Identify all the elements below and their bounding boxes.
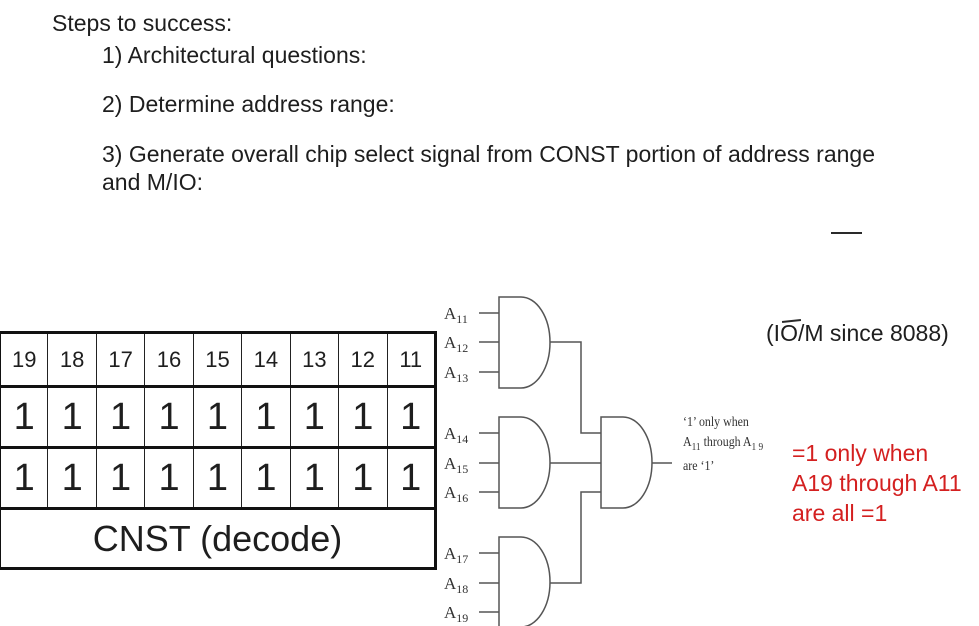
bit-cell: 1 bbox=[0, 386, 49, 449]
iom-prefix: (I bbox=[766, 320, 781, 346]
bit-cell: 1 bbox=[289, 447, 340, 510]
cnst-row: CNST (decode) bbox=[0, 508, 436, 569]
bit-cell: 1 bbox=[0, 447, 49, 510]
input-label: A19 bbox=[444, 603, 468, 625]
bit-header: 13 bbox=[289, 332, 340, 388]
bit-cell: 1 bbox=[144, 447, 194, 510]
bit-cell: 1 bbox=[338, 386, 388, 449]
bit-cell: 1 bbox=[47, 386, 97, 449]
header-row: 19 18 17 16 15 14 13 12 11 bbox=[0, 332, 436, 388]
bit-header: 16 bbox=[144, 332, 194, 388]
output-note: ‘1’ only when A11 through A1 9 are ‘1’ bbox=[683, 413, 763, 477]
bit-header: 17 bbox=[95, 332, 146, 388]
bit-header: 11 bbox=[386, 332, 436, 388]
input-label: A12 bbox=[444, 333, 468, 355]
heading: Steps to success: bbox=[52, 10, 233, 36]
overbar-mark bbox=[831, 232, 862, 234]
bit-cell: 1 bbox=[386, 447, 436, 510]
and-gate-2 bbox=[498, 416, 551, 509]
bit-header: 15 bbox=[192, 332, 243, 388]
table-row: 1 1 1 1 1 1 1 1 1 bbox=[0, 447, 436, 510]
note-line-3: are ‘1’ bbox=[683, 458, 715, 474]
red-annotation: =1 only when A19 through A11 are all =1 bbox=[792, 438, 962, 528]
iom-overlined: O bbox=[780, 320, 798, 346]
bit-cell: 1 bbox=[338, 447, 388, 510]
note-sub-2: 1 9 bbox=[751, 440, 764, 453]
bit-cell: 1 bbox=[95, 447, 146, 510]
note-a: A bbox=[683, 435, 692, 450]
bit-cell: 1 bbox=[47, 447, 97, 510]
bit-cell: 1 bbox=[192, 447, 243, 510]
red-line-1: =1 only when bbox=[792, 440, 929, 466]
bit-cell: 1 bbox=[289, 386, 340, 449]
iom-suffix: /M since 8088) bbox=[797, 320, 949, 346]
table-row: 1 1 1 1 1 1 1 1 1 bbox=[0, 386, 436, 449]
bit-cell: 1 bbox=[241, 447, 291, 510]
wire-gate3-out bbox=[550, 491, 601, 584]
input-label: A17 bbox=[444, 544, 468, 566]
step-3: 3) Generate overall chip select signal f… bbox=[102, 140, 875, 196]
and-gate-1 bbox=[498, 296, 551, 389]
bit-header: 18 bbox=[47, 332, 97, 388]
red-line-2: A19 through A11 bbox=[792, 470, 962, 496]
bit-cell: 1 bbox=[144, 386, 194, 449]
step-3-line-2: and M/IO: bbox=[102, 169, 203, 195]
step-2: 2) Determine address range: bbox=[102, 91, 395, 117]
bit-cell: 1 bbox=[386, 386, 436, 449]
input-label: A16 bbox=[444, 483, 468, 505]
bit-header: 12 bbox=[338, 332, 388, 388]
step-1: 1) Architectural questions: bbox=[102, 42, 367, 68]
iom-note: (IO/M since 8088) bbox=[766, 320, 949, 347]
input-label: A11 bbox=[444, 304, 468, 326]
note-through: through A bbox=[700, 435, 752, 450]
input-label: A13 bbox=[444, 363, 468, 385]
bit-cell: 1 bbox=[241, 386, 291, 449]
input-wires bbox=[479, 312, 499, 613]
bit-cell: 1 bbox=[95, 386, 146, 449]
and-gate-final bbox=[600, 416, 653, 509]
cnst-label: CNST (decode) bbox=[0, 508, 436, 569]
input-label: A15 bbox=[444, 454, 468, 476]
bit-header: 19 bbox=[0, 332, 49, 388]
wire-gate1-out bbox=[550, 341, 601, 434]
red-line-3: are all =1 bbox=[792, 500, 888, 526]
note-sub: 11 bbox=[691, 440, 701, 453]
gate-wires bbox=[479, 296, 672, 626]
input-label: A14 bbox=[444, 424, 468, 446]
note-line-1: ‘1’ only when bbox=[683, 415, 749, 430]
step-3-line-1: 3) Generate overall chip select signal f… bbox=[102, 141, 876, 167]
and-gate-3 bbox=[498, 536, 551, 626]
bit-cell: 1 bbox=[192, 386, 243, 449]
address-table: 19 18 17 16 15 14 13 12 11 1 1 1 1 1 1 1… bbox=[0, 331, 437, 570]
input-label: A18 bbox=[444, 574, 468, 596]
